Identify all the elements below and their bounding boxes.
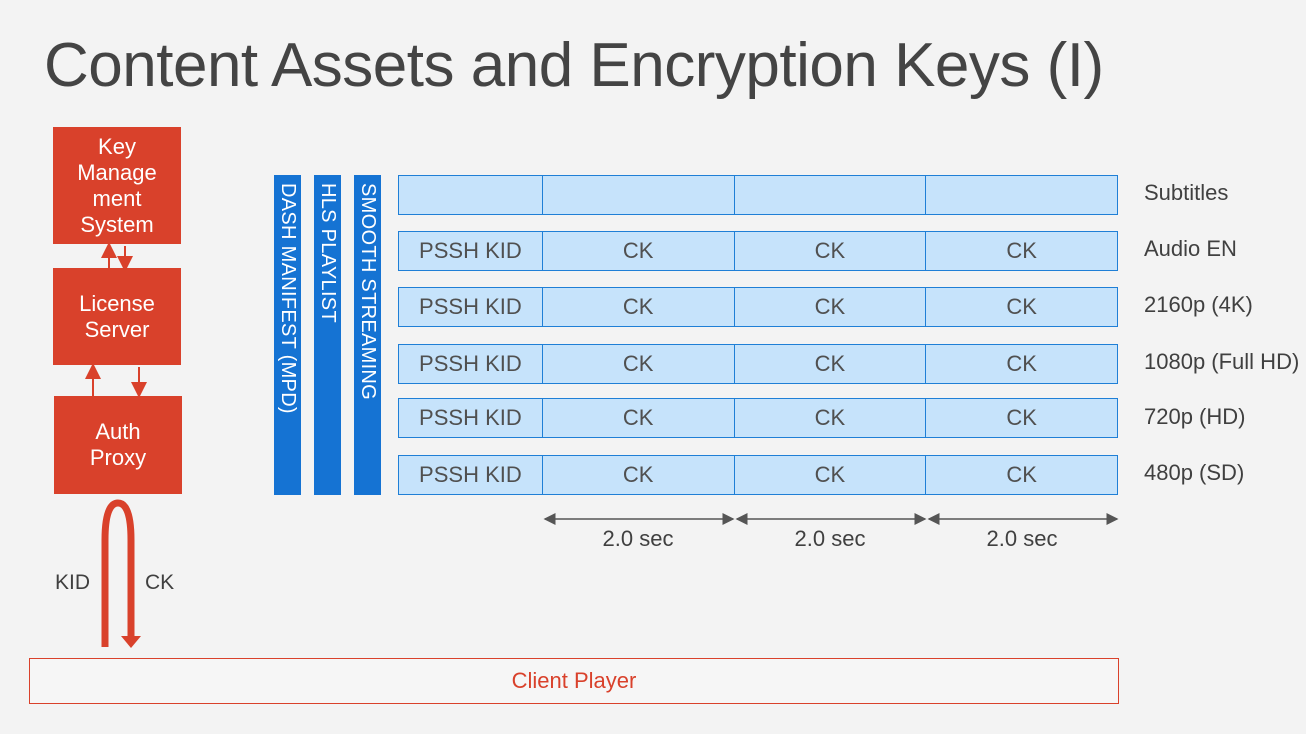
track-row-720p: PSSH KID CK CK CK bbox=[398, 398, 1118, 438]
track-row-480p: PSSH KID CK CK CK bbox=[398, 455, 1118, 495]
track-cell: CK bbox=[733, 398, 927, 438]
track-cell: CK bbox=[541, 344, 735, 384]
track-cell: CK bbox=[925, 398, 1118, 438]
segment-duration-label: 2.0 sec bbox=[986, 526, 1058, 551]
track-cell bbox=[925, 175, 1118, 215]
track-cell: CK bbox=[733, 344, 927, 384]
track-cell: CK bbox=[925, 455, 1118, 495]
hls-playlist-bar: HLS PLAYLIST bbox=[314, 175, 341, 495]
track-cell: CK bbox=[541, 455, 735, 495]
track-label: 1080p (Full HD) bbox=[1144, 349, 1300, 374]
track-cell: CK bbox=[733, 287, 927, 327]
track-cell: CK bbox=[925, 287, 1118, 327]
track-cell: CK bbox=[733, 231, 927, 271]
track-row-2160p: PSSH KID CK CK CK bbox=[398, 287, 1118, 327]
track-label: 720p (HD) bbox=[1144, 404, 1246, 429]
track-cell: CK bbox=[925, 231, 1118, 271]
track-cell bbox=[398, 175, 543, 215]
track-cell: CK bbox=[925, 344, 1118, 384]
smooth-streaming-label: SMOOTH STREAMING bbox=[357, 183, 379, 401]
dash-manifest-bar: DASH MANIFEST (MPD) bbox=[274, 175, 301, 495]
track-label: 480p (SD) bbox=[1144, 460, 1245, 485]
track-cell: PSSH KID bbox=[398, 231, 543, 271]
client-player-box: Client Player bbox=[29, 658, 1119, 704]
auth-proxy-box: Auth Proxy bbox=[54, 396, 182, 494]
track-cell: CK bbox=[733, 455, 927, 495]
track-cell: PSSH KID bbox=[398, 455, 543, 495]
dash-manifest-label: DASH MANIFEST (MPD) bbox=[277, 183, 299, 414]
track-cell: PSSH KID bbox=[398, 287, 543, 327]
track-cell: PSSH KID bbox=[398, 344, 543, 384]
segment-duration-label: 2.0 sec bbox=[602, 526, 674, 551]
track-row-audio: PSSH KID CK CK CK bbox=[398, 231, 1118, 271]
key-management-system-box: Key Manage ment System bbox=[53, 127, 181, 244]
track-cell bbox=[541, 175, 735, 215]
track-label: 2160p (4K) bbox=[1144, 292, 1253, 317]
kid-ck-uturn-arrow bbox=[101, 499, 135, 647]
track-cell bbox=[733, 175, 927, 215]
track-label: Subtitles bbox=[1144, 180, 1229, 205]
track-cell: CK bbox=[541, 287, 735, 327]
slide-title: Content Assets and Encryption Keys (I) bbox=[44, 31, 1104, 100]
ck-flow-label: CK bbox=[145, 571, 175, 594]
license-server-box: License Server bbox=[53, 268, 181, 365]
segment-duration-label: 2.0 sec bbox=[794, 526, 866, 551]
hls-playlist-label: HLS PLAYLIST bbox=[317, 183, 339, 323]
kid-flow-label: KID bbox=[55, 571, 91, 594]
smooth-streaming-bar: SMOOTH STREAMING bbox=[354, 175, 381, 495]
track-cell: CK bbox=[541, 398, 735, 438]
uturn-arrowhead bbox=[121, 636, 141, 648]
track-label: Audio EN bbox=[1144, 236, 1237, 261]
track-row-1080p: PSSH KID CK CK CK bbox=[398, 344, 1118, 384]
track-cell: CK bbox=[541, 231, 735, 271]
track-row-subtitles bbox=[398, 175, 1118, 215]
track-cell: PSSH KID bbox=[398, 398, 543, 438]
